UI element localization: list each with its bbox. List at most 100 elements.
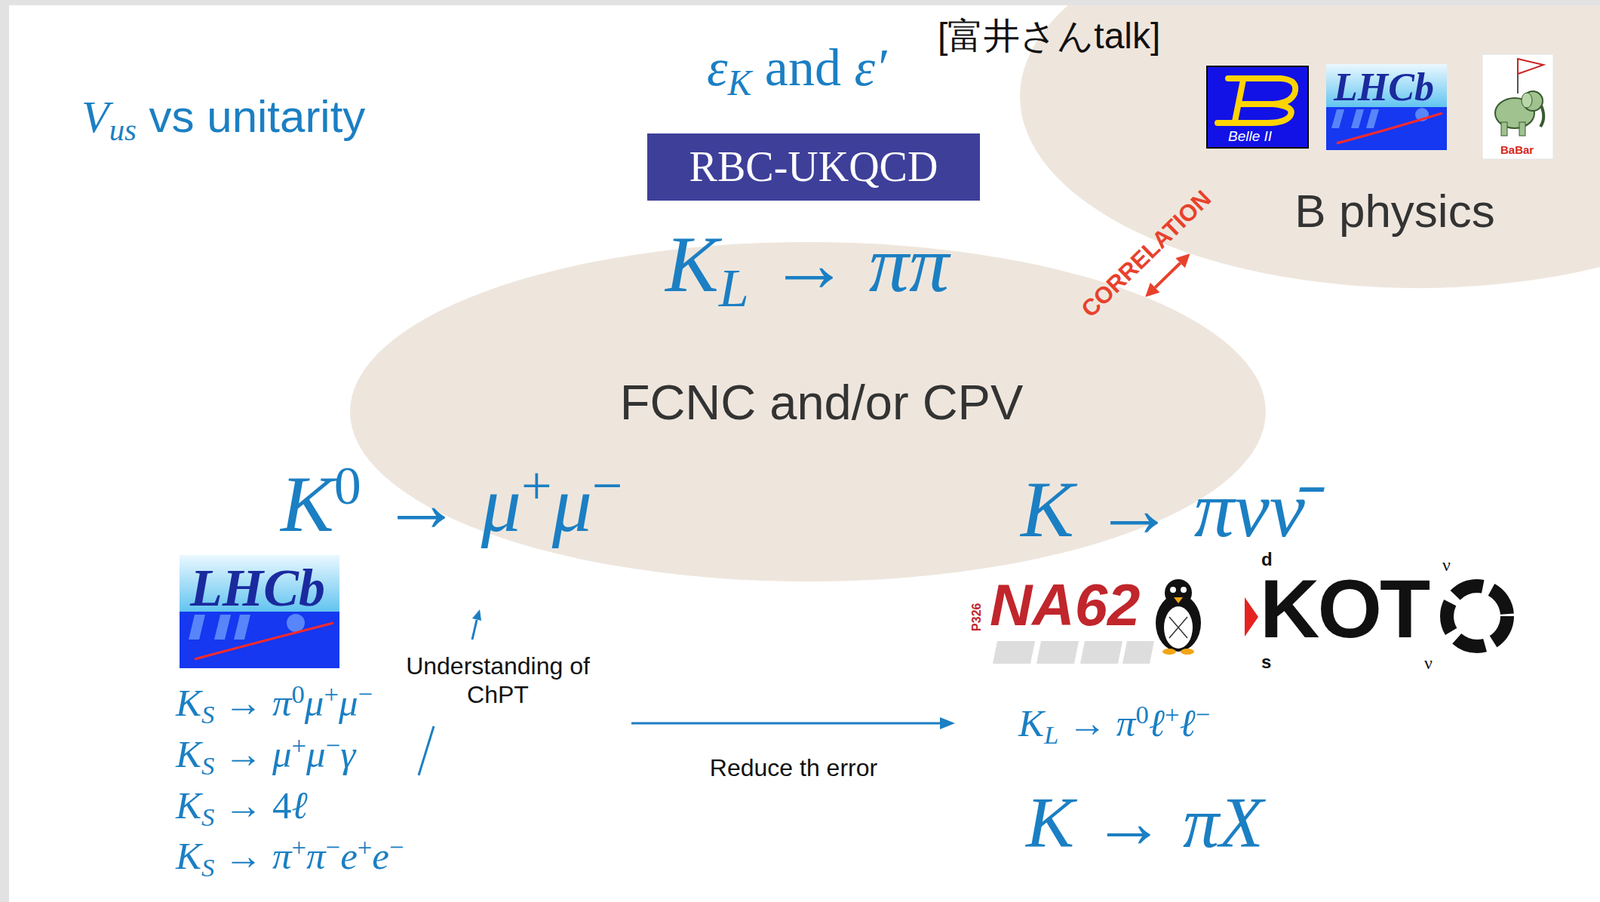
formula-part: K xyxy=(175,835,202,878)
elephant-trunk xyxy=(1540,105,1544,127)
formula-part: K xyxy=(1020,465,1075,554)
logo-text: LHCb xyxy=(1333,64,1435,111)
formula-part: − xyxy=(325,832,341,863)
connector-line xyxy=(1154,263,1181,289)
formula: KL → ππ xyxy=(665,218,949,316)
formula-part: K xyxy=(175,733,202,776)
formula-part: 0 xyxy=(1135,700,1149,730)
formula: KL → π0ℓ+ℓ− xyxy=(1018,701,1210,749)
elephant-leg xyxy=(1501,122,1508,136)
formula-part: μ xyxy=(306,733,326,776)
logo-reflection xyxy=(1331,107,1429,129)
formula-part: K xyxy=(280,460,335,549)
formula-part: K xyxy=(175,784,202,827)
penguin-eye xyxy=(1170,586,1177,593)
formula-part: π xyxy=(272,681,292,725)
reflection-bar xyxy=(233,614,251,640)
arrow-head xyxy=(1175,253,1190,268)
logo-wedge xyxy=(1244,597,1259,637)
logo-reflection xyxy=(992,641,1155,664)
formula-part: S xyxy=(201,853,215,883)
reflection-bar xyxy=(188,614,206,640)
formula-part: ε′ xyxy=(853,38,887,97)
formula-part: μ xyxy=(552,460,593,549)
elephant-leg xyxy=(1519,122,1526,136)
formula-part: us xyxy=(109,113,137,148)
formula-part: ℓ xyxy=(291,784,308,827)
annotation: Reduce th error xyxy=(680,754,907,783)
formula-part: K xyxy=(1025,782,1075,863)
penguin-body xyxy=(1155,594,1201,652)
penguin-foot xyxy=(1162,648,1177,655)
logo-swoosh xyxy=(1336,113,1443,144)
formula-part: − xyxy=(325,730,341,761)
logo-text: BaBar xyxy=(1500,143,1534,157)
group-box: RBC-UKQCD xyxy=(647,133,980,201)
formula-part: − xyxy=(389,832,405,863)
logo-swoosh xyxy=(194,623,334,660)
arrow-head xyxy=(1145,282,1160,298)
formula-part: 0 xyxy=(291,679,305,710)
reflection-bar xyxy=(992,641,1035,664)
logo-panel xyxy=(1326,107,1447,151)
formula-part: π xyxy=(272,835,292,878)
logo-text: Belle II xyxy=(1228,128,1272,145)
formula-part: V xyxy=(81,92,110,142)
formula-part: ℓ xyxy=(1148,702,1165,745)
slide-frame xyxy=(0,0,10,902)
logo-panel xyxy=(179,611,340,669)
formula-part: + xyxy=(1164,700,1180,730)
formula-part: − xyxy=(592,455,624,516)
formula-part: π xyxy=(1116,702,1137,745)
node-text: FCNC and/or CPV xyxy=(620,374,1024,432)
reflection-bar xyxy=(214,614,231,640)
penguin-foot xyxy=(1180,648,1195,655)
formula-part: K xyxy=(1018,702,1045,745)
logo-text: LHCb xyxy=(190,558,326,620)
formula: KS → π+π−e+e− xyxy=(175,834,405,882)
formula: K → πνν̄ xyxy=(1020,463,1306,556)
reflection-bar xyxy=(1080,641,1123,664)
logo-text: s xyxy=(1261,651,1272,673)
topic-title: Vus vs unitarity xyxy=(81,90,366,147)
formula: K0 → μ+μ− xyxy=(280,458,624,551)
formula-part: ππ xyxy=(869,220,949,309)
formula-part: S xyxy=(201,751,215,781)
logo-text: KOT xyxy=(1259,567,1429,651)
belle-mark xyxy=(1217,78,1296,123)
reflection-bar xyxy=(1366,109,1379,129)
formula-part: K xyxy=(175,681,202,725)
arrow-head xyxy=(939,717,956,730)
formula-part: γ xyxy=(340,733,356,776)
formula-part: + xyxy=(323,679,339,710)
logo-text: ν xyxy=(1442,555,1451,577)
node-text: B physics xyxy=(1294,184,1495,238)
penguin-belly xyxy=(1163,606,1193,649)
formula: KS → 4ℓ xyxy=(175,783,308,831)
slide-frame xyxy=(0,0,1600,6)
note: [富井さんtalk] xyxy=(937,15,1161,57)
formula-part: ℓ xyxy=(1179,702,1196,745)
formula-part: − xyxy=(1195,700,1211,730)
reflection-bar xyxy=(1351,109,1364,129)
formula-part: 0 xyxy=(334,455,362,516)
formula: KS → π0μ+μ− xyxy=(175,681,373,728)
formula-part: L xyxy=(1044,720,1059,750)
formula-part: S xyxy=(201,700,215,730)
formula-part: L xyxy=(718,257,750,319)
formula-part: π xyxy=(306,835,326,878)
babar-logo xyxy=(1482,54,1554,160)
formula-part: + xyxy=(521,455,553,516)
formula-part: + xyxy=(357,832,373,863)
formula-part: μ xyxy=(304,681,325,725)
topic-title: εK and ε′ xyxy=(706,37,887,102)
formula-part: πνν̄ xyxy=(1194,465,1306,554)
formula: KS → μ+μ−γ xyxy=(175,732,356,780)
reflection-bar xyxy=(1331,109,1345,129)
formula-part: S xyxy=(201,802,215,833)
formula-part: e xyxy=(340,835,358,878)
belle-logo xyxy=(1206,66,1309,148)
arrow-line xyxy=(472,620,477,640)
formula: K → πX xyxy=(1025,781,1264,865)
